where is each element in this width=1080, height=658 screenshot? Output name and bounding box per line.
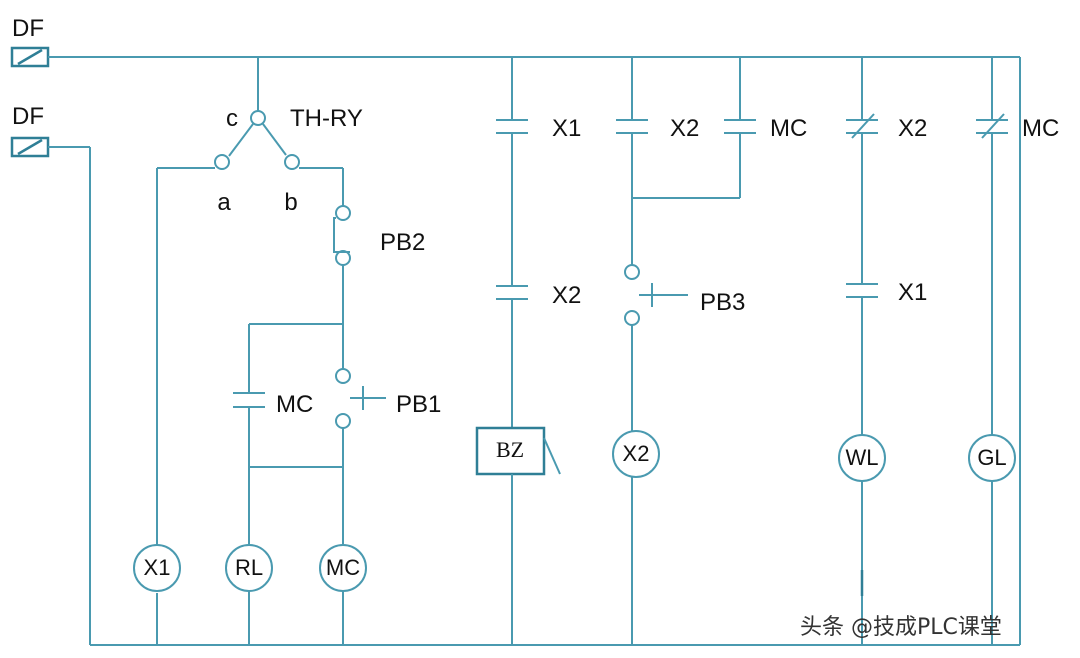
coil-x2: X2 [612, 430, 660, 478]
contact-x2-wl-label: X2 [898, 115, 927, 142]
selector-switch-th-ry: c TH-RY a b [214, 57, 363, 216]
supply-df-bottom: DF [10, 103, 50, 158]
push-button-pb3: PB3 [624, 264, 745, 326]
supply-rails [48, 56, 1021, 646]
contact-x1-wl-label: X1 [898, 279, 927, 306]
contact-x2-bz: X2 [496, 282, 581, 309]
pb3-label: PB3 [700, 289, 745, 316]
lamp-wl-label: WL [846, 445, 879, 470]
contact-x1-bz: X1 [496, 115, 581, 142]
contact-mc-hold-label: MC [770, 115, 807, 142]
contact-x2-hold: X2 [616, 115, 699, 142]
selector-terminal-c [250, 110, 266, 126]
coil-x1: X1 [133, 544, 181, 592]
selector-blade [228, 123, 254, 157]
lamp-gl: GL [968, 434, 1016, 482]
pb2-label: PB2 [380, 229, 425, 256]
contact-mc-hold: MC [724, 115, 807, 142]
supply-df-top: DF [10, 15, 50, 68]
selector-terminal-a [214, 154, 230, 170]
contact-x2-bz-label: X2 [552, 282, 581, 309]
buzzer-bz-label: BZ [496, 437, 524, 462]
push-button-pb1: PB1 [335, 368, 441, 429]
lamp-gl-label: GL [977, 445, 1006, 470]
coil-x2-label: X2 [623, 441, 650, 466]
watermark: 头条 @技成PLC课堂 [800, 615, 1002, 640]
contact-x2-nc-wl: X2 [846, 113, 927, 142]
buzzer-bz: BZ [475, 426, 561, 476]
contact-mc-hold-rl: MC [233, 391, 313, 418]
contact-x2-hold-label: X2 [670, 115, 699, 142]
coil-mc-label: MC [326, 555, 360, 580]
lamp-rl-label: RL [235, 555, 263, 580]
supply-df-bottom-label: DF [12, 103, 44, 130]
selector-label-c: c [226, 105, 238, 132]
push-button-pb2: PB2 [333, 205, 425, 266]
selector-terminal-b [284, 154, 300, 170]
coil-mc: MC [319, 544, 367, 592]
lamp-rl: RL [225, 544, 273, 592]
contact-mc-nc-gl: MC [976, 113, 1059, 142]
pb1-label: PB1 [396, 391, 441, 418]
contact-x1-bz-label: X1 [552, 115, 581, 142]
selector-label-a: a [217, 189, 231, 216]
contact-x1-wl: X1 [846, 279, 927, 306]
lamp-wl: WL [838, 434, 886, 482]
selector-name: TH-RY [290, 105, 363, 132]
contact-mc-rl-label: MC [276, 391, 313, 418]
coil-x1-label: X1 [144, 555, 171, 580]
supply-df-top-label: DF [12, 15, 44, 42]
contact-mc-gl-label: MC [1022, 115, 1059, 142]
selector-label-b: b [284, 189, 297, 216]
